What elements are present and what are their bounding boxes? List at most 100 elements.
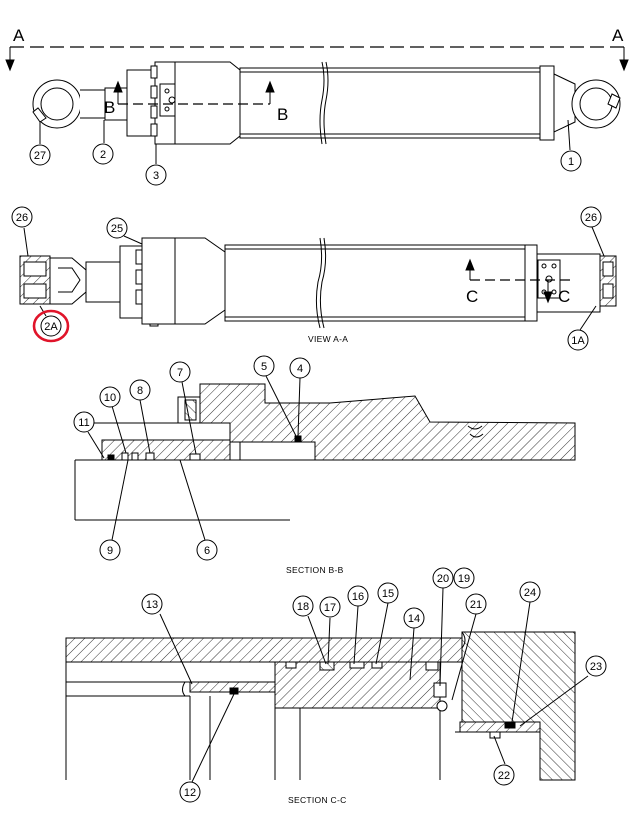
section-label-b-right: B [277, 105, 288, 124]
section-label-a-right: A [612, 26, 624, 45]
svg-text:7: 7 [177, 367, 183, 379]
svg-text:18: 18 [297, 601, 309, 613]
collar-section [459, 721, 541, 733]
callout-2[interactable]: 2 [92, 143, 114, 165]
svg-text:5: 5 [261, 361, 267, 373]
svg-text:14: 14 [408, 613, 420, 625]
break-line [319, 61, 325, 145]
section-c-c: SECTION C-C 13 18 17 16 15 14 20 19 21 2… [65, 567, 607, 805]
callout-26-left[interactable]: 26 [11, 206, 33, 228]
callout-7[interactable]: 7 [169, 361, 191, 383]
callout-1[interactable]: 1 [560, 150, 582, 172]
rod-end-neck [49, 257, 87, 305]
callout-11[interactable]: 11 [73, 411, 95, 433]
arrow-down-icon [619, 59, 629, 72]
svg-text:11: 11 [78, 417, 89, 429]
svg-text:24: 24 [524, 587, 536, 599]
svg-text:13: 13 [146, 599, 158, 611]
svg-text:27: 27 [34, 150, 46, 162]
svg-text:26: 26 [16, 212, 28, 224]
svg-text:26: 26 [585, 212, 597, 224]
section-label-c-left: C [466, 287, 478, 306]
section-label-b-left: B [104, 98, 115, 117]
section-label-c-right: C [558, 287, 570, 306]
view-a-a: C C VIEW A-A 26 25 26 2A 1A [11, 206, 617, 351]
caption-view-aa: VIEW A-A [308, 334, 348, 344]
callout-6[interactable]: 6 [196, 539, 218, 561]
svg-text:9: 9 [107, 545, 113, 557]
end-cap-section [461, 631, 576, 781]
svg-text:10: 10 [104, 392, 116, 404]
barrel-a [224, 244, 526, 322]
callout-26-right[interactable]: 26 [580, 206, 602, 228]
callout-16[interactable]: 16 [347, 585, 369, 607]
callout-8[interactable]: 8 [129, 379, 151, 401]
callout-20[interactable]: 20 [432, 567, 454, 589]
callout-17[interactable]: 17 [319, 596, 341, 618]
arrow-up-icon [465, 258, 475, 271]
arrow-up-icon [113, 80, 123, 93]
rod-neck [80, 89, 106, 119]
callout-3[interactable]: 3 [145, 164, 167, 186]
callout-10[interactable]: 10 [99, 386, 121, 408]
svg-text:23: 23 [590, 661, 602, 673]
callout-19[interactable]: 19 [453, 567, 475, 589]
callout-25[interactable]: 25 [106, 217, 128, 239]
arrow-down-icon [5, 59, 15, 72]
callout-21[interactable]: 21 [465, 593, 487, 615]
rod-a [85, 261, 121, 303]
callout-15[interactable]: 15 [377, 582, 399, 604]
svg-text:20: 20 [437, 573, 449, 585]
callout-27[interactable]: 27 [29, 144, 51, 166]
top-view: A A [5, 26, 629, 186]
svg-text:2: 2 [100, 149, 106, 161]
barrel-end [539, 65, 555, 141]
cap-eye-bore [579, 87, 613, 121]
gland-section [101, 439, 231, 461]
head-housing [174, 61, 241, 145]
callout-18[interactable]: 18 [292, 595, 314, 617]
grease-fitting [32, 107, 47, 123]
callout-9[interactable]: 9 [99, 539, 121, 561]
callout-22[interactable]: 22 [493, 764, 515, 786]
cylinder-barrel [239, 67, 541, 139]
barrel-wall-section [65, 637, 463, 663]
cylinder-head [126, 69, 156, 137]
svg-text:3: 3 [153, 170, 159, 182]
callout-24[interactable]: 24 [519, 581, 541, 603]
svg-text:8: 8 [137, 385, 143, 397]
svg-text:1: 1 [568, 156, 574, 168]
caption-section-bb: SECTION B-B [286, 565, 344, 575]
svg-text:17: 17 [324, 602, 336, 614]
callout-5[interactable]: 5 [253, 355, 275, 377]
callout-4[interactable]: 4 [289, 357, 311, 379]
svg-text:1A: 1A [571, 335, 585, 347]
head-body-section [199, 383, 576, 461]
callout-14[interactable]: 14 [403, 607, 425, 629]
svg-text:2A: 2A [44, 321, 58, 333]
section-b-b: SECTION B-B 11 10 8 7 5 4 9 6 [73, 355, 576, 575]
rod-eye-bore [40, 87, 74, 121]
section-label-a-left: A [13, 26, 25, 45]
svg-text:16: 16 [352, 591, 364, 603]
arrow-up-icon [265, 80, 275, 93]
callout-1a[interactable]: 1A [567, 329, 589, 351]
arrow-down-icon [543, 291, 553, 304]
svg-text:4: 4 [297, 363, 303, 375]
piston-section [274, 661, 441, 709]
svg-text:25: 25 [111, 223, 123, 235]
callout-13[interactable]: 13 [141, 593, 163, 615]
svg-text:21: 21 [470, 599, 482, 611]
callout-12[interactable]: 12 [179, 781, 201, 803]
highlight-ring [32, 309, 70, 343]
callout-23[interactable]: 23 [585, 655, 607, 677]
svg-text:15: 15 [382, 588, 394, 600]
svg-text:12: 12 [184, 787, 196, 799]
caption-section-cc: SECTION C-C [288, 795, 347, 805]
head-housing-a [141, 237, 226, 325]
svg-text:19: 19 [458, 573, 470, 585]
svg-text:22: 22 [498, 770, 510, 782]
callout-2a[interactable]: 2A [32, 309, 70, 343]
